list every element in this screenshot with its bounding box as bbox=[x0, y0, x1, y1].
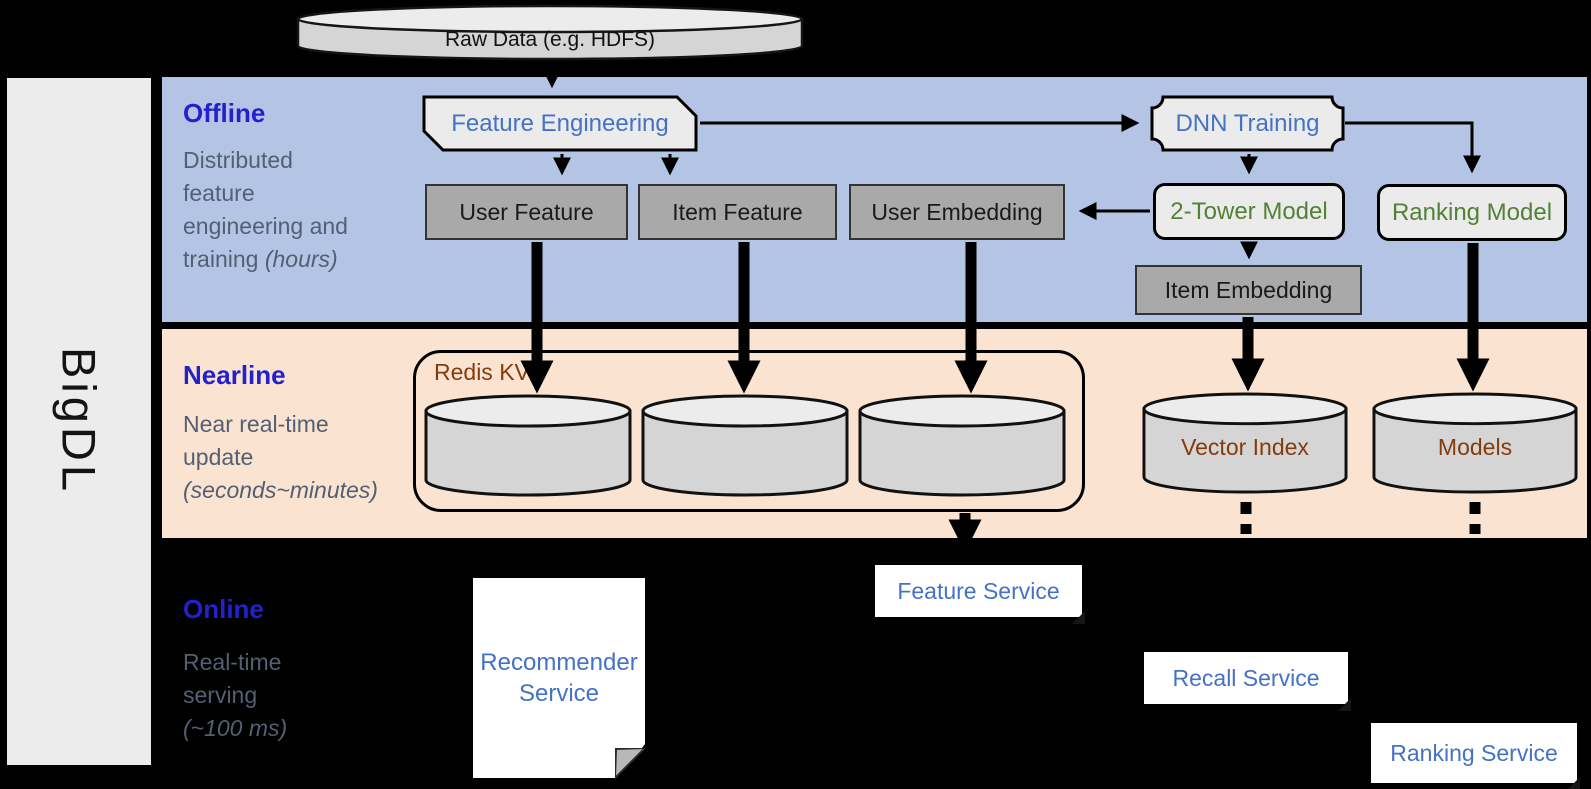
recall-service-node: Recall Service bbox=[1144, 652, 1351, 711]
user-embedding-node: User Embedding bbox=[849, 184, 1065, 240]
ranking-model-label: Ranking Model bbox=[1391, 198, 1553, 226]
raw-data-label: Raw Data (e.g. HDFS) bbox=[444, 28, 656, 51]
recommender-service-label: Recommender Service bbox=[480, 649, 638, 707]
vector-index-label: Vector Index bbox=[1181, 434, 1309, 460]
bigdl-logo: BigDL bbox=[52, 347, 106, 496]
item-embedding-label: Item Embedding bbox=[1164, 276, 1333, 303]
user-feature-label: User Feature bbox=[459, 198, 594, 225]
database-cylinder-icon bbox=[424, 394, 632, 497]
feature-engineering-node: Feature Engineering bbox=[422, 95, 698, 152]
dnn-training-node: DNN Training bbox=[1150, 95, 1345, 152]
folded-corner-icon bbox=[615, 748, 645, 778]
ranking-model-node: Ranking Model bbox=[1377, 184, 1567, 241]
two-tower-model-node: 2-Tower Model bbox=[1153, 183, 1345, 240]
ranking-service-node: Ranking Service bbox=[1371, 723, 1580, 789]
redis-shard-cylinder bbox=[423, 394, 633, 498]
recall-service-label: Recall Service bbox=[1172, 664, 1320, 691]
feature-service-label: Feature Service bbox=[897, 577, 1060, 604]
user-feature-node: User Feature bbox=[425, 184, 628, 240]
database-cylinder-icon bbox=[1142, 392, 1348, 494]
dnn-training-label: DNN Training bbox=[1175, 109, 1320, 137]
database-cylinder-icon bbox=[641, 394, 849, 497]
database-cylinder-icon bbox=[858, 394, 1066, 497]
database-cylinder-icon bbox=[1372, 392, 1578, 494]
vector-index-store: Vector Index bbox=[1141, 392, 1349, 495]
online-label: Online bbox=[183, 594, 264, 624]
redis-shard-cylinder bbox=[857, 394, 1067, 498]
item-feature-label: Item Feature bbox=[672, 198, 803, 225]
item-feature-node: Item Feature bbox=[638, 184, 837, 240]
folded-corner-icon bbox=[1568, 777, 1580, 789]
raw-data-store: Raw Data (e.g. HDFS) bbox=[295, 4, 805, 62]
folded-corner-icon bbox=[1338, 698, 1351, 711]
offline-label: Offline bbox=[183, 98, 266, 128]
online-description: Real-time serving (~100 ms) bbox=[183, 649, 288, 741]
folded-corner-icon bbox=[1072, 611, 1085, 624]
plaque-shape bbox=[1150, 95, 1345, 152]
offline-description: Distributed feature engineering and trai… bbox=[183, 147, 348, 272]
redis-shard-cylinder bbox=[640, 394, 850, 498]
nearline-description: Near real-time update (seconds~minutes) bbox=[183, 411, 378, 503]
recommender-service-node: Recommender Service bbox=[473, 578, 645, 778]
database-cylinder-icon bbox=[296, 4, 804, 61]
models-label: Models bbox=[1437, 434, 1513, 460]
ranking-service-label: Ranking Service bbox=[1390, 739, 1558, 766]
bigdl-sidebar: BigDL bbox=[7, 78, 151, 765]
item-embedding-node: Item Embedding bbox=[1135, 265, 1362, 315]
user-embedding-label: User Embedding bbox=[871, 198, 1043, 225]
nearline-label: Nearline bbox=[183, 360, 286, 390]
feature-service-node: Feature Service bbox=[875, 565, 1085, 624]
two-tower-model-label: 2-Tower Model bbox=[1170, 197, 1328, 225]
snip-corner-shape bbox=[422, 95, 698, 152]
models-store: Models bbox=[1371, 392, 1579, 495]
feature-engineering-label: Feature Engineering bbox=[451, 109, 669, 137]
redis-kv-label: Redis KV bbox=[434, 359, 530, 385]
